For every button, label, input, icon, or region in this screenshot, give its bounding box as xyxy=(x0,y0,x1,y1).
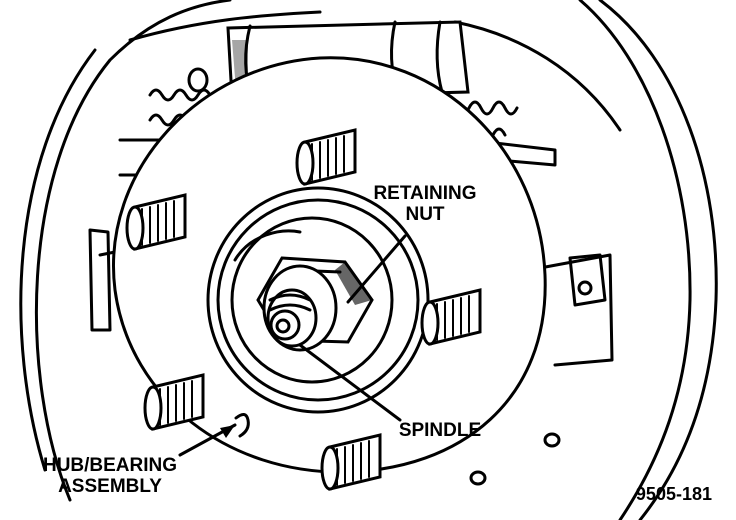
backing-plate-holes xyxy=(469,432,561,486)
label-hub-line1: HUB/BEARING xyxy=(42,455,178,476)
spindle xyxy=(262,264,338,352)
label-retaining-nut: RETAINING NUT xyxy=(365,183,485,225)
leader-spindle xyxy=(298,343,402,422)
wheel-studs xyxy=(125,128,482,491)
label-retaining-nut-line2: NUT xyxy=(405,204,445,225)
backing-plate xyxy=(19,0,718,520)
label-retaining-nut-line1: RETAINING xyxy=(373,183,477,204)
wheel-stud xyxy=(295,128,357,186)
shoe-bracket-right xyxy=(468,138,614,367)
wheel-stud xyxy=(143,373,205,431)
label-hub-bearing-assembly: HUB/BEARING ASSEMBLY xyxy=(30,455,190,497)
leader-retaining-nut xyxy=(346,234,407,304)
wheel-stud xyxy=(320,433,382,491)
hub-center xyxy=(206,186,430,414)
leader-lines xyxy=(178,234,407,457)
rotation-mark xyxy=(234,413,250,438)
figure-reference: 9505-181 xyxy=(635,484,712,504)
label-hub-line2: ASSEMBLY xyxy=(58,476,162,497)
wheel-stud xyxy=(420,288,482,346)
wheel-stud xyxy=(125,193,187,251)
label-spindle: SPINDLE xyxy=(398,420,482,441)
